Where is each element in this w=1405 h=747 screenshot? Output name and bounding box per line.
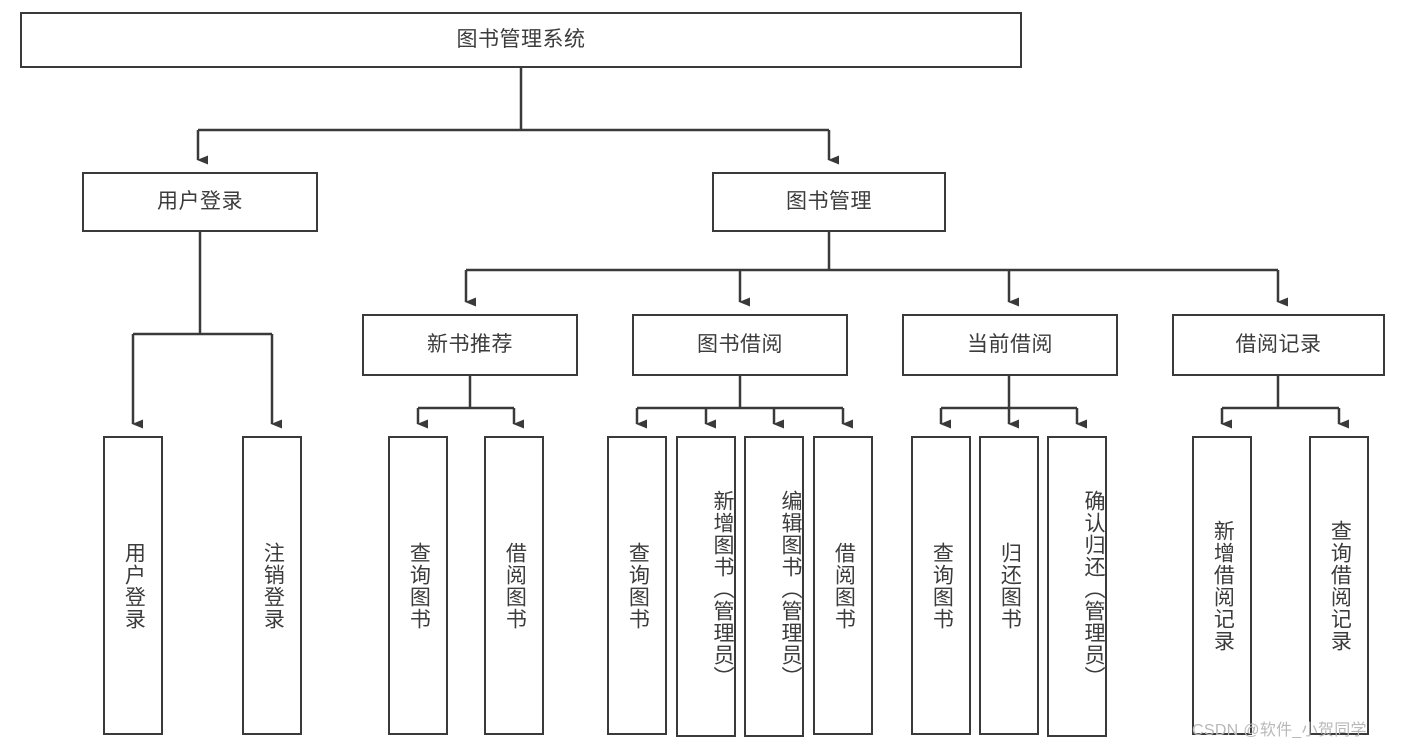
node-new-book-recommend[interactable]: 新书推荐 xyxy=(362,314,578,376)
node-label: 查询图书 xyxy=(626,541,650,630)
node-label: 新书推荐 xyxy=(427,333,513,357)
node-label: 编辑图书（管理员） xyxy=(779,489,802,688)
leaf-record-add-record[interactable]: 新增借阅记录 xyxy=(1192,436,1252,735)
node-label: 查询图书 xyxy=(930,541,954,630)
leaf-user-login-login[interactable]: 用户登录 xyxy=(103,436,163,735)
leaf-recommend-borrow-book[interactable]: 借阅图书 xyxy=(484,436,544,735)
node-root-system[interactable]: 图书管理系统 xyxy=(20,12,1022,68)
leaf-current-return-book[interactable]: 归还图书 xyxy=(979,436,1039,735)
node-user-login[interactable]: 用户登录 xyxy=(82,172,318,232)
node-book-management[interactable]: 图书管理 xyxy=(712,172,946,232)
node-label: 查询图书 xyxy=(407,541,431,630)
node-label: 图书借阅 xyxy=(697,333,783,357)
node-current-borrow[interactable]: 当前借阅 xyxy=(902,314,1118,376)
leaf-record-query-record[interactable]: 查询借阅记录 xyxy=(1309,436,1369,735)
node-label: 确认归还（管理员） xyxy=(1082,489,1105,688)
node-label: 注销登录 xyxy=(261,541,285,630)
node-label: 借阅图书 xyxy=(503,541,527,630)
node-borrow-record[interactable]: 借阅记录 xyxy=(1172,314,1385,376)
leaf-borrow-borrow-book[interactable]: 借阅图书 xyxy=(813,436,873,735)
leaf-recommend-query-book[interactable]: 查询图书 xyxy=(388,436,448,735)
node-label: 归还图书 xyxy=(998,541,1022,630)
leaf-borrow-query-book[interactable]: 查询图书 xyxy=(607,436,667,735)
node-label: 查询借阅记录 xyxy=(1328,519,1352,652)
node-label: 新增借阅记录 xyxy=(1211,519,1235,652)
node-label: 新增图书（管理员） xyxy=(711,489,734,688)
node-label: 借阅图书 xyxy=(832,541,856,630)
leaf-current-query-book[interactable]: 查询图书 xyxy=(911,436,971,735)
csdn-watermark: CSDN @软件_小贺同学 xyxy=(1192,722,1367,739)
leaf-user-login-logout[interactable]: 注销登录 xyxy=(242,436,302,735)
leaf-borrow-edit-book-admin[interactable]: 编辑图书（管理员） xyxy=(744,436,804,737)
node-label: 用户登录 xyxy=(157,190,243,214)
node-label: 图书管理 xyxy=(786,190,872,214)
leaf-current-confirm-return-admin[interactable]: 确认归还（管理员） xyxy=(1047,436,1107,737)
node-label: 图书管理系统 xyxy=(456,28,586,52)
node-label: 当前借阅 xyxy=(967,333,1053,357)
node-label: 借阅记录 xyxy=(1235,333,1322,357)
node-label: 用户登录 xyxy=(122,541,146,630)
leaf-borrow-add-book-admin[interactable]: 新增图书（管理员） xyxy=(676,436,736,737)
node-book-borrow[interactable]: 图书借阅 xyxy=(632,314,848,376)
